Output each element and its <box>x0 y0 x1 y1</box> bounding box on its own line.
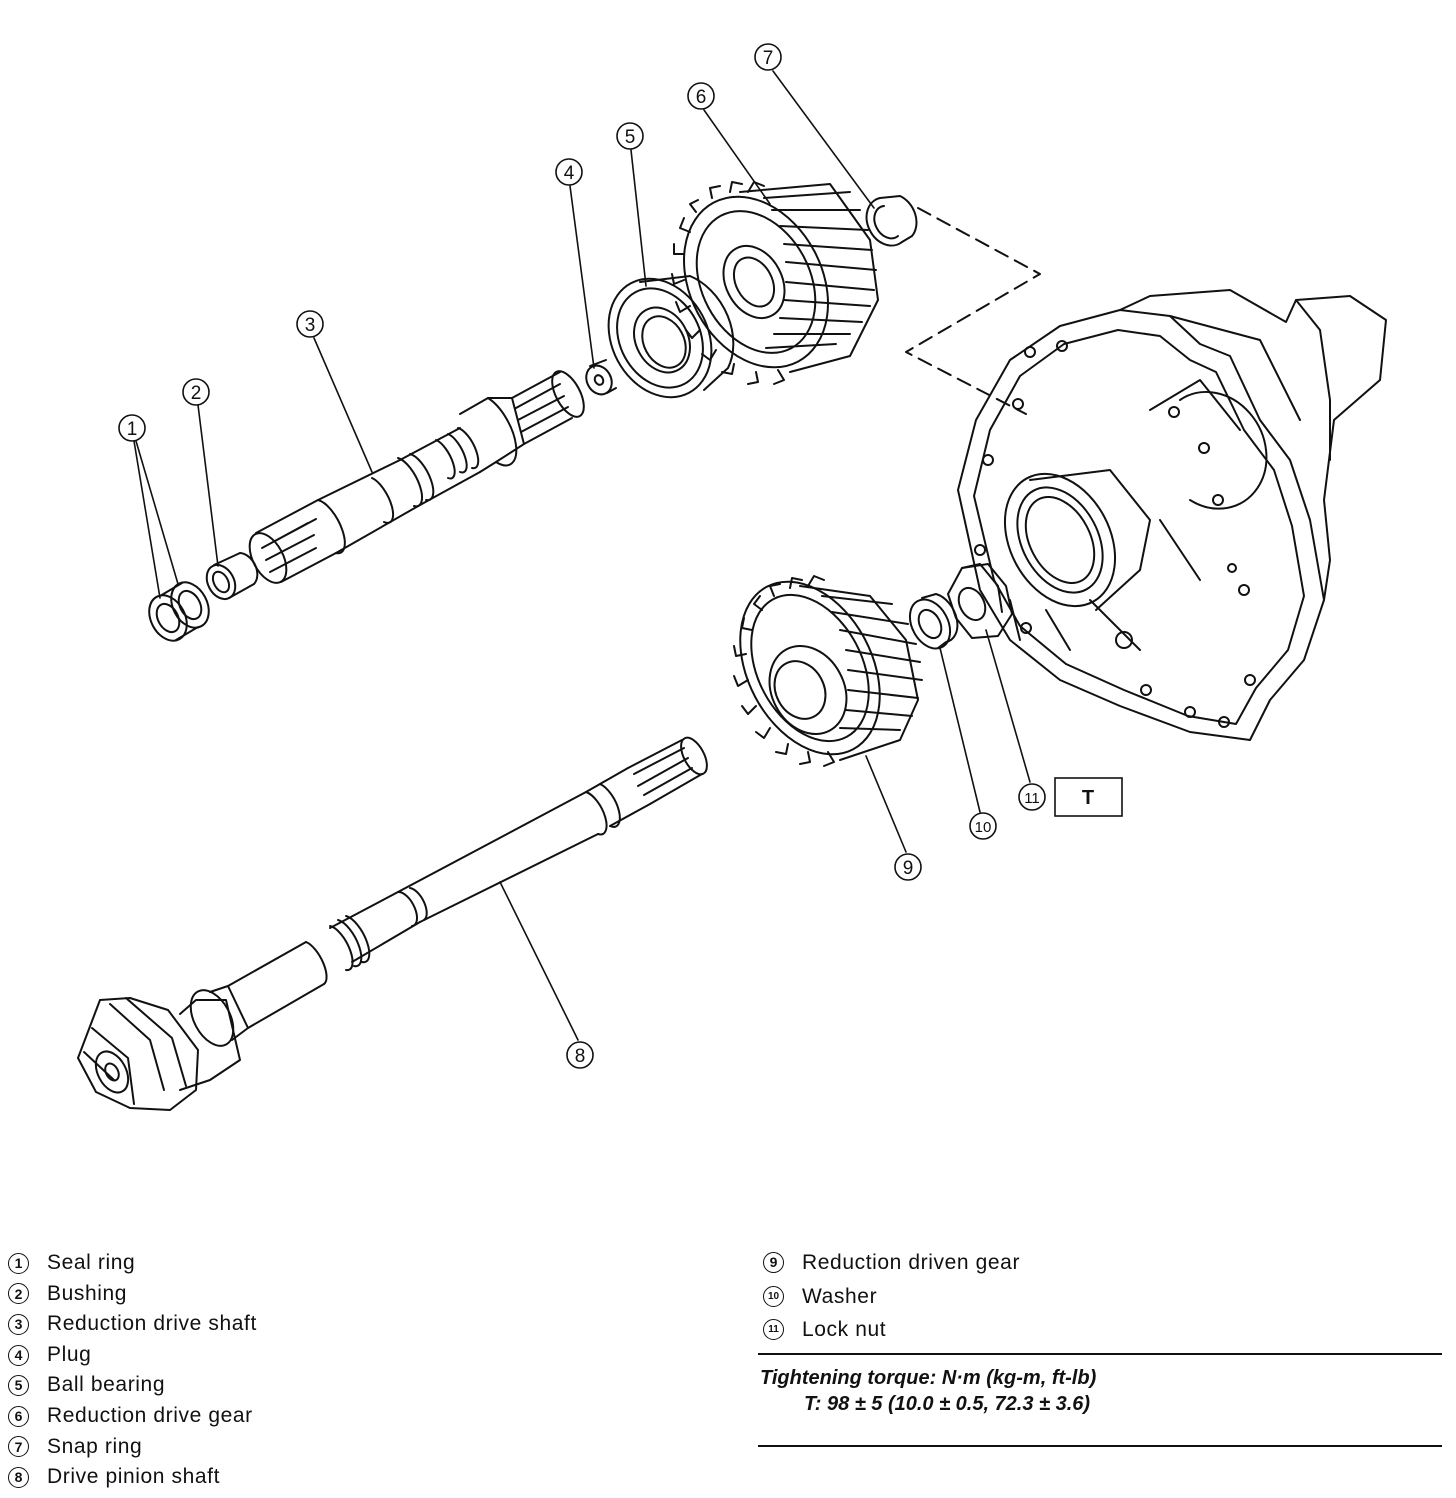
svg-text:4: 4 <box>564 163 575 184</box>
legend-item-lock-nut: 11 Lock nut <box>763 1313 1020 1347</box>
legend-label: Washer <box>802 1284 878 1308</box>
callout-2: 2 <box>182 378 210 406</box>
callout-5: 5 <box>616 122 644 150</box>
callout-3: 3 <box>296 310 324 338</box>
legend-number: 2 <box>8 1283 29 1305</box>
legend-number: 1 <box>8 1252 29 1274</box>
legend-item-plug: 4 Plug <box>8 1340 257 1371</box>
legend-label: Drive pinion shaft <box>47 1465 221 1489</box>
legend-label: Seal ring <box>47 1251 136 1274</box>
seal-ring-part <box>148 581 210 642</box>
callout-8: 8 <box>566 1041 594 1069</box>
torque-header: Tightening torque: N·m (kg-m, ft-lb) <box>760 1367 1097 1389</box>
legend-number: 10 <box>763 1285 784 1307</box>
reduction-driven-gear-part <box>733 575 923 767</box>
callout-6: 6 <box>687 82 715 110</box>
reduction-drive-shaft-part <box>248 370 585 584</box>
svg-text:3: 3 <box>305 315 316 336</box>
transfer-case-housing <box>957 289 1387 741</box>
assembly-guide-line <box>905 207 1041 415</box>
svg-text:T: T <box>1082 787 1094 809</box>
legend-label: Reduction drive gear <box>47 1403 253 1427</box>
drive-pinion-shaft-part <box>77 736 708 1111</box>
reduction-drive-gear-part <box>671 181 879 385</box>
legend-number: 9 <box>763 1252 784 1274</box>
legend-number: 3 <box>8 1313 29 1335</box>
legend-item-ball-bearing: 5 Ball bearing <box>8 1370 257 1401</box>
bushing-part <box>205 552 259 601</box>
legend-number: 7 <box>8 1436 29 1458</box>
torque-value: T: 98 ± 5 (10.0 ± 0.5, 72.3 ± 3.6) <box>804 1393 1091 1415</box>
svg-text:2: 2 <box>191 383 202 404</box>
legend-item-washer: 10 Washer <box>763 1280 1020 1314</box>
parts-legend-right: 9 Reduction driven gear 10 Washer 11 Loc… <box>763 1246 1020 1347</box>
legend-number: 11 <box>763 1319 784 1341</box>
callout-10: 10 <box>969 812 997 840</box>
svg-text:9: 9 <box>903 858 914 879</box>
legend-label: Reduction driven gear <box>802 1251 1021 1274</box>
legend-number: 8 <box>8 1466 29 1488</box>
svg-text:6: 6 <box>696 87 707 108</box>
legend-label: Ball bearing <box>47 1373 166 1397</box>
legend-item-reduction-driven-gear: 9 Reduction driven gear <box>763 1246 1020 1280</box>
exploded-view-diagram: 1 2 3 4 5 6 7 8 <box>77 43 1387 1111</box>
legend-label: Reduction drive shaft <box>47 1312 257 1336</box>
legend-label: Snap ring <box>47 1434 143 1458</box>
svg-text:8: 8 <box>575 1046 586 1067</box>
legend-item-drive-pinion-shaft: 8 Drive pinion shaft <box>8 1462 257 1493</box>
parts-legend-left: 1 Seal ring 2 Bushing 3 Reduction drive … <box>8 1248 257 1493</box>
svg-text:10: 10 <box>975 819 992 836</box>
legend-label: Bushing <box>47 1281 128 1305</box>
legend-item-snap-ring: 7 Snap ring <box>8 1432 257 1463</box>
leader-lines <box>133 70 1031 1041</box>
callout-9: 9 <box>894 853 922 881</box>
svg-text:11: 11 <box>1024 790 1040 807</box>
legend-number: 5 <box>8 1375 29 1397</box>
legend-item-reduction-drive-shaft: 3 Reduction drive shaft <box>8 1309 257 1340</box>
plug-part <box>585 359 617 396</box>
snap-ring-part <box>865 195 918 247</box>
svg-text:1: 1 <box>127 419 138 440</box>
legend-number: 6 <box>8 1405 29 1427</box>
callout-11: 11 <box>1018 783 1046 811</box>
callout-1: 1 <box>118 414 146 442</box>
callout-4: 4 <box>555 158 583 186</box>
legend-item-reduction-drive-gear: 6 Reduction drive gear <box>8 1401 257 1432</box>
callout-7: 7 <box>754 43 782 71</box>
torque-t-box: T <box>1054 777 1123 817</box>
legend-label: Lock nut <box>802 1318 887 1341</box>
legend-number: 4 <box>8 1344 29 1366</box>
svg-text:5: 5 <box>625 127 636 148</box>
legend-label: Plug <box>47 1342 92 1366</box>
svg-text:7: 7 <box>763 48 774 69</box>
legend-item-bushing: 2 Bushing <box>8 1279 257 1310</box>
legend-item-seal-ring: 1 Seal ring <box>8 1248 257 1279</box>
tightening-torque-spec: Tightening torque: N·m (kg-m, ft-lb) T: … <box>758 1353 1442 1447</box>
lock-nut-part <box>947 563 1013 639</box>
